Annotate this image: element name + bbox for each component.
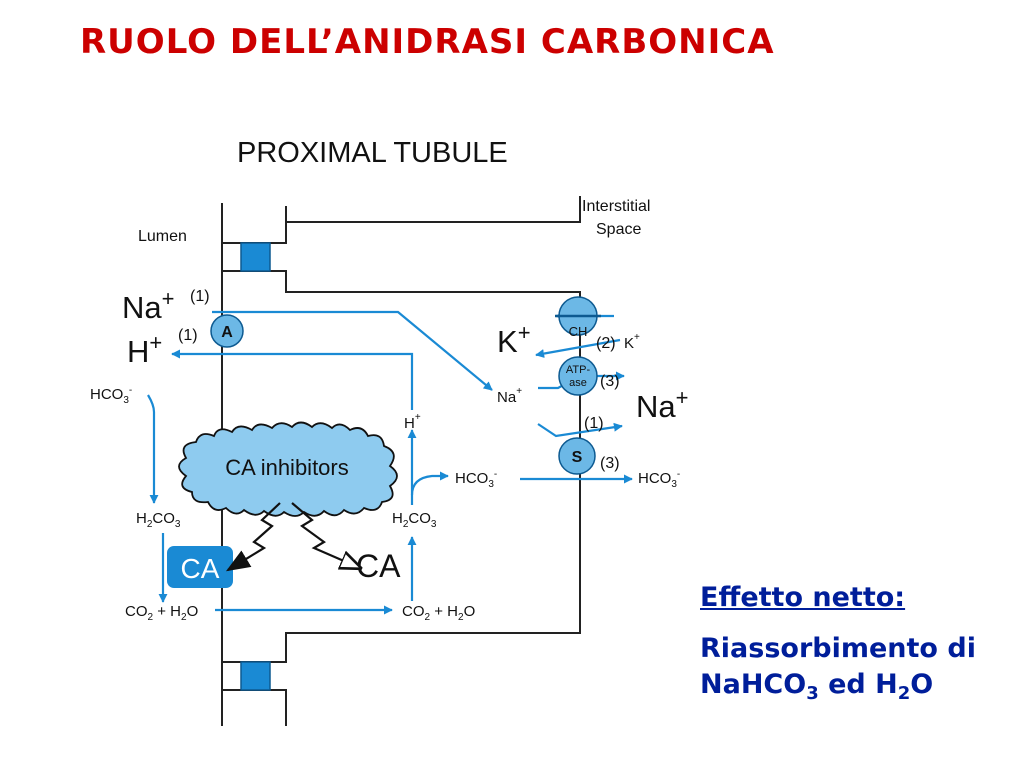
cell-ca-label: CA [356,548,401,584]
cell-hco3-label: HCO3- [455,469,497,490]
slide-title: RUOLO DELL’ANIDRASI CARBONICA [80,22,775,62]
lumen-h-tag: (1) [178,327,198,344]
symporter-s-label: S [572,449,583,466]
lumen-label: Lumen [138,228,187,245]
luminal-ca-enzyme [167,546,233,588]
lumen-h2co3-label: H2CO3 [136,510,181,530]
symporter-tag: (3) [600,455,620,472]
diagram-heading: PROXIMAL TUBULE [237,137,508,169]
basolateral-hco3-label: HCO3- [638,469,680,490]
cell-co2-h2o-label: CO2 + H2O [402,603,475,623]
inhibition-arrows [225,502,360,572]
summary-note: Effetto netto: Riassorbimento di NaHCO3 … [700,582,976,703]
tight-junction-top [240,242,271,272]
luminal-ca-label: CA [181,553,220,584]
cell-h-label: H+ [404,412,421,432]
transport-arrows [147,310,633,615]
antiporter-a [210,314,244,348]
lumen-hco3-label: HCO3- [90,385,132,406]
channel-ch-label: CH [569,324,588,339]
basolateral-na-label: Na+ [636,385,689,424]
lumen-co2-h2o-label: CO2 + H2O [125,603,198,623]
interstitial-label: Interstitial [582,198,650,215]
ca-inhibitors-label: CA inhibitors [225,455,349,480]
atpase-label-1: ATP- [566,364,591,376]
lumen-na-tag: (1) [190,288,210,305]
cell-na-label: Na+ [497,386,522,406]
symporter-s [558,437,596,475]
summary-line-1: Riassorbimento di [700,633,976,664]
lumen-na-label: Na+ [122,286,175,325]
cell-h2co3-label: H2CO3 [392,510,437,530]
cotransport-tag: (1) [584,415,604,432]
basolateral-k-label: K+ [497,320,531,359]
k-out-label: K+ [624,332,640,352]
atpase-tag: (3) [600,373,620,390]
interstitial-label-2: Space [596,221,641,238]
atpase-pump [558,356,598,396]
summary-heading: Effetto netto: [700,582,906,613]
summary-line-2: NaHCO3 ed H2O [700,669,934,704]
antiporter-a-label: A [221,324,233,341]
lumen-h-label: H+ [127,330,162,369]
ca-inhibitors-cloud [178,421,398,517]
channel-tag: (2) [596,335,616,352]
atpase-label-2: ase [569,377,587,389]
tight-junction-bottom [240,661,271,691]
